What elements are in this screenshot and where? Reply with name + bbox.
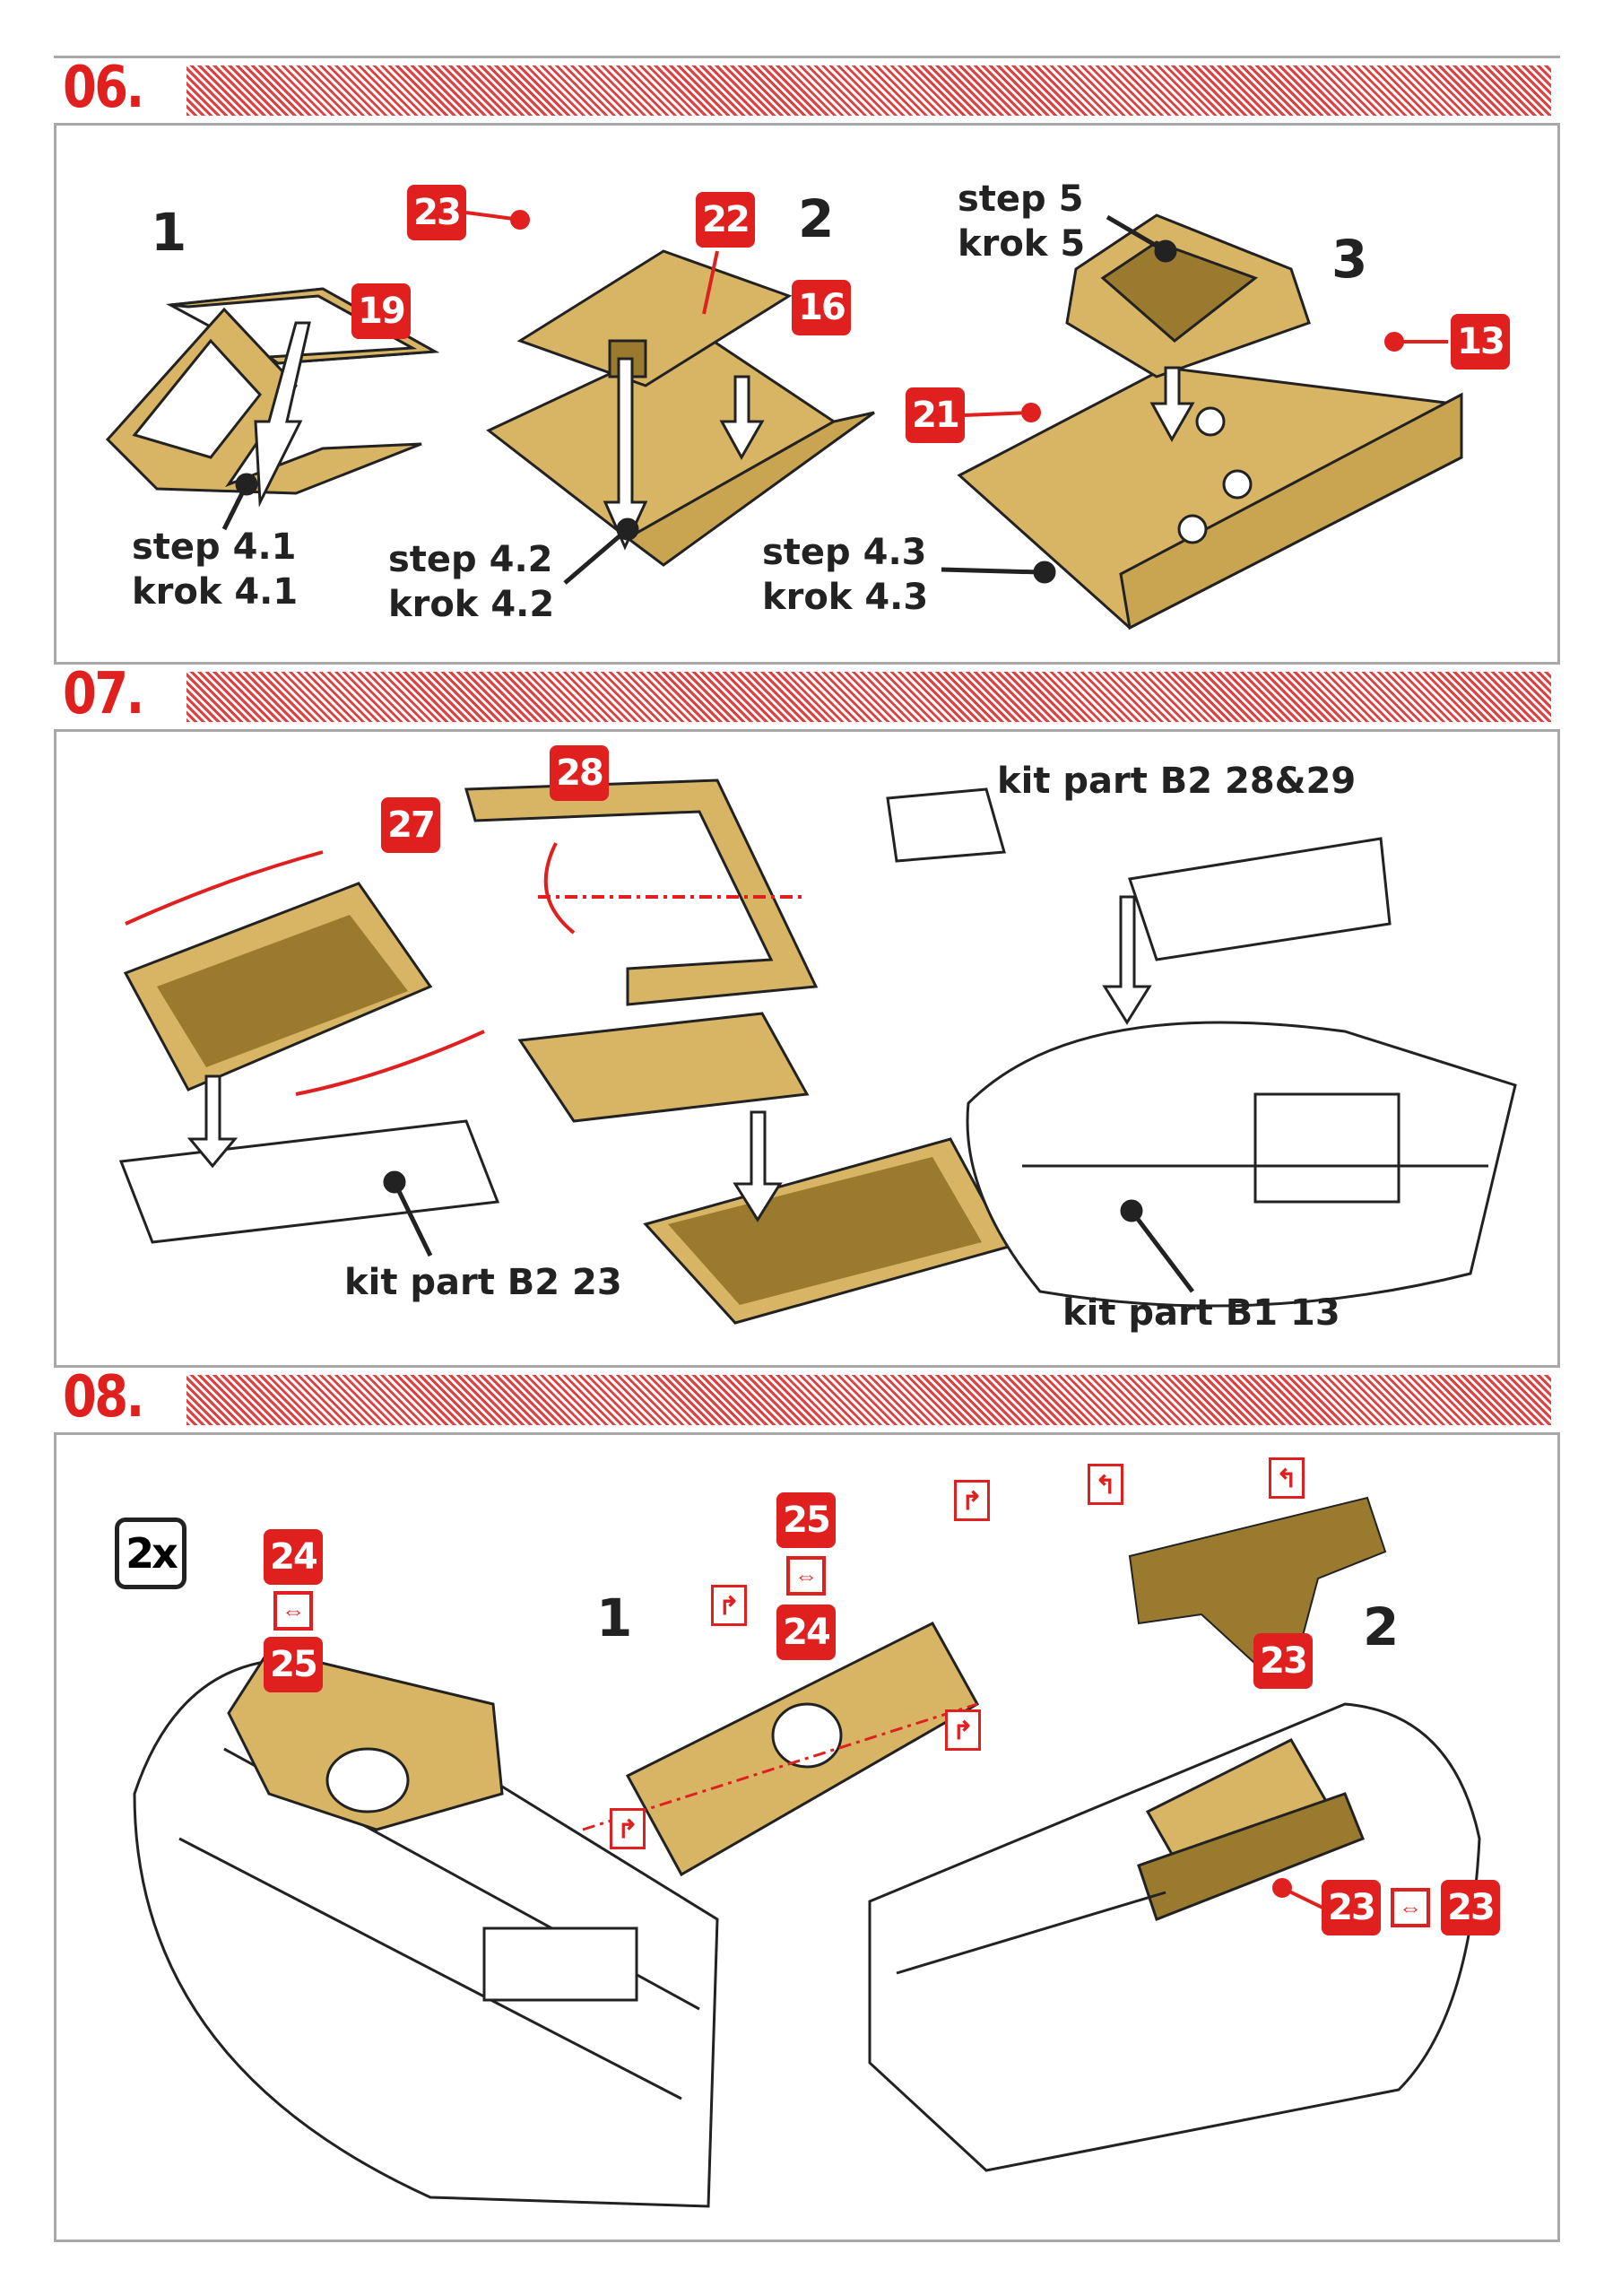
swap-icon: ⇔ xyxy=(786,1556,826,1596)
fold-back-icon: ↱ xyxy=(1269,1457,1305,1499)
s08-fuselage-right xyxy=(868,1702,1481,2172)
label-kit-part-b1-13: kit part B1 13 xyxy=(1062,1292,1340,1334)
label-krok-5: krok 5 xyxy=(958,223,1086,265)
sub-step-3: 3 xyxy=(1331,229,1368,290)
label-krok-4-3: krok 4.3 xyxy=(762,577,929,618)
part-badge-23: 23 xyxy=(407,185,466,240)
section-number: 08. xyxy=(63,1364,144,1431)
s06-arrows xyxy=(254,321,1195,551)
label-krok-4-1: krok 4.1 xyxy=(132,571,299,613)
header-stripe-band xyxy=(186,1375,1551,1425)
part-badge-22: 22 xyxy=(696,192,755,248)
s06-red-leaders xyxy=(465,210,1448,422)
header-stripe-band xyxy=(186,672,1551,722)
fold-back-icon: ↱ xyxy=(1088,1464,1123,1505)
fold-icon: ↱ xyxy=(945,1709,981,1751)
part-badge-25: 25 xyxy=(776,1492,836,1548)
section-number: 06. xyxy=(63,55,144,121)
sub-step-1: 1 xyxy=(151,202,187,263)
part-badge-24: 24 xyxy=(776,1605,836,1660)
s07-arrows xyxy=(186,895,1152,1222)
sub-step-2: 2 xyxy=(1363,1596,1400,1657)
part-badge-23: 23 xyxy=(1322,1880,1381,1935)
label-step-4-2: step 4.2 xyxy=(388,539,553,580)
s06-leader-lines xyxy=(221,214,1177,585)
sub-step-1: 1 xyxy=(596,1587,633,1648)
quantity-2x-badge: 2x xyxy=(115,1518,186,1589)
s08-box-mid xyxy=(582,1622,980,1877)
label-step-4-3: step 4.3 xyxy=(762,532,927,573)
label-kit-part-b2-28-29: kit part B2 28&29 xyxy=(997,761,1357,802)
s07-red-rotation-marks xyxy=(125,842,807,1096)
label-step-5: step 5 xyxy=(958,178,1084,220)
part-badge-23: 23 xyxy=(1253,1633,1313,1689)
part-badge-16: 16 xyxy=(792,280,851,335)
header-stripe-band xyxy=(186,65,1551,116)
section-06-header: 06. xyxy=(54,55,1560,126)
part-badge-24: 24 xyxy=(264,1529,323,1585)
part-badge-13: 13 xyxy=(1451,314,1510,370)
s06-step3-drawing xyxy=(957,213,1463,631)
sub-step-2: 2 xyxy=(798,188,835,249)
part-badge-19: 19 xyxy=(351,283,411,339)
s07-cockpit-drawing xyxy=(886,787,1517,1308)
section-08-header: 08. xyxy=(54,1364,1560,1435)
swap-icon: ⇔ xyxy=(1391,1888,1430,1927)
fold-icon: ↱ xyxy=(954,1480,990,1521)
fold-icon: ↱ xyxy=(610,1808,646,1849)
section-07-header: 07. xyxy=(54,661,1560,732)
label-step-4-1: step 4.1 xyxy=(132,526,297,568)
part-badge-21: 21 xyxy=(906,387,965,443)
part-badge-23: 23 xyxy=(1441,1880,1500,1935)
part-badge-28: 28 xyxy=(550,745,609,801)
part-badge-27: 27 xyxy=(381,797,440,853)
s07-leader-lines xyxy=(383,1170,1194,1293)
s07-panel-drawing xyxy=(118,778,1011,1325)
swap-icon: ⇔ xyxy=(273,1591,313,1631)
label-kit-part-b2-23: kit part B2 23 xyxy=(344,1262,622,1303)
label-krok-4-2: krok 4.2 xyxy=(388,584,555,625)
fold-icon: ↱ xyxy=(711,1585,747,1626)
s08-red-leader xyxy=(1272,1878,1323,1909)
section-number: 07. xyxy=(63,661,144,727)
part-badge-25: 25 xyxy=(264,1637,323,1692)
